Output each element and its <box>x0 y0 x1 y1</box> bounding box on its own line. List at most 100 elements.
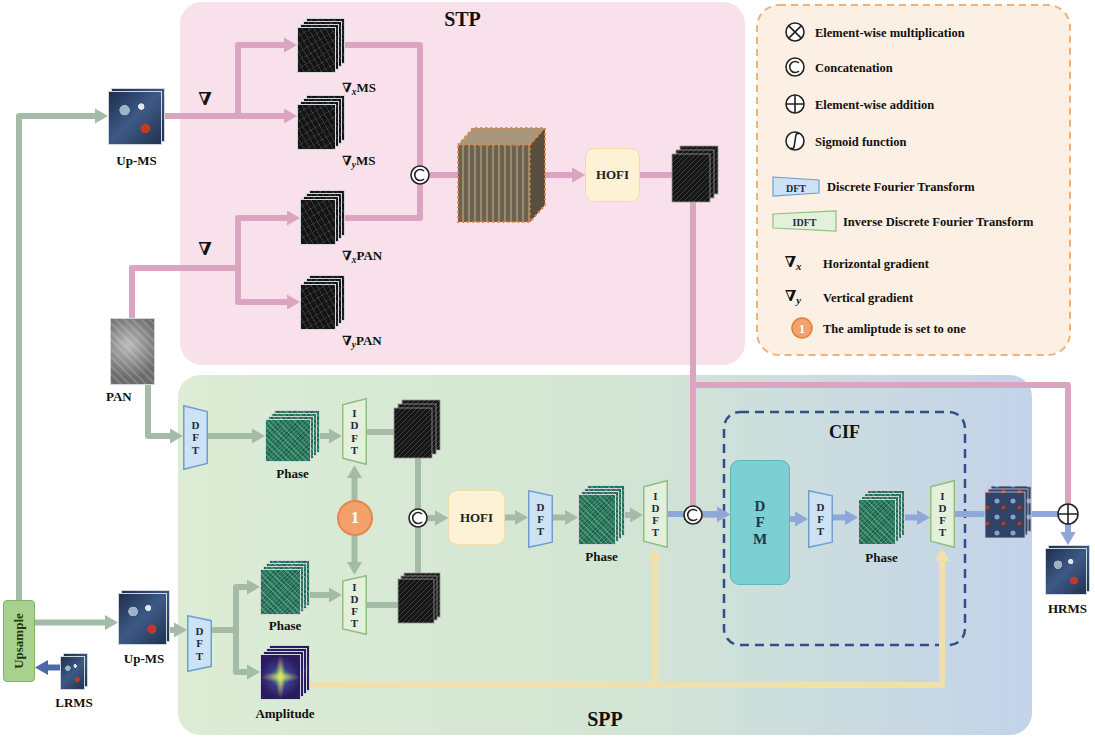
subscript: y <box>796 294 801 306</box>
subscript: x <box>796 260 801 272</box>
image-caption: ∇xPAN <box>342 248 382 268</box>
legend-entry: Element-wise multiplication <box>815 23 965 41</box>
symbol-mark <box>415 170 424 181</box>
image-layer <box>118 593 167 645</box>
symbol-mark <box>413 513 422 524</box>
arrowhead <box>329 429 342 444</box>
cif-dashed-outline <box>724 412 965 645</box>
label-anchor: ∇ <box>198 90 212 110</box>
image-layer <box>297 27 336 73</box>
image-caption: Amplitude <box>255 706 314 721</box>
module-title: SPP <box>587 708 623 731</box>
module-title: STP <box>444 8 481 31</box>
image-caption: ∇xMS <box>342 80 376 100</box>
image-tile: Phase <box>260 560 310 615</box>
image-layer <box>297 104 336 150</box>
legend-text: Element-wise addition <box>815 98 934 112</box>
sigmoid-symbol <box>786 132 804 150</box>
diagram-label: ∇y <box>785 288 801 307</box>
connector-line <box>310 592 331 598</box>
connector <box>148 385 183 444</box>
connector-line <box>165 113 286 119</box>
connector-line <box>212 587 249 630</box>
block-label: DFT <box>194 625 205 661</box>
diagram-label: IDFT <box>793 217 817 228</box>
diagram-label: ∇ <box>198 90 212 110</box>
concat-symbol <box>409 509 427 527</box>
feature-map <box>985 492 1025 538</box>
symbol-circle <box>409 509 427 527</box>
trapezoid <box>184 406 208 470</box>
image-caption: ∇yPAN <box>342 333 382 353</box>
connector <box>165 38 297 117</box>
connector <box>310 588 342 603</box>
stp-panel-fill <box>180 2 745 365</box>
connector <box>170 623 187 638</box>
symbol-mark <box>791 134 799 149</box>
arrowhead <box>1061 532 1076 545</box>
arrowhead <box>917 510 930 525</box>
connector <box>505 510 528 525</box>
arrowhead <box>35 660 48 675</box>
block-label: HOFI <box>460 510 493 526</box>
connector <box>35 615 118 630</box>
image-caption: Phase <box>585 549 618 564</box>
legend-entry: Element-wise addition <box>815 95 934 113</box>
connector <box>212 580 260 631</box>
connector <box>320 429 342 444</box>
label-anchor: IDFT <box>793 212 817 230</box>
idft-block: IDFT <box>342 575 367 635</box>
arrowhead <box>287 211 300 226</box>
cube-edge <box>458 128 545 222</box>
image-tile: ∇yPAN <box>300 275 345 330</box>
legend-entry: Discrete Fourier Transform <box>827 177 975 195</box>
connector <box>625 508 643 523</box>
connector-line <box>553 515 567 521</box>
block-label: Upsample <box>11 613 27 669</box>
connector-line <box>46 665 60 671</box>
arrowhead <box>1061 532 1076 545</box>
connector-line <box>640 175 1068 534</box>
legend-text: Element-wise multiplication <box>815 26 965 40</box>
symbol-mark <box>789 26 802 39</box>
connector-line <box>212 630 249 672</box>
connector <box>35 660 60 675</box>
dft-block: DFT <box>183 405 208 470</box>
arrowhead <box>717 507 730 522</box>
connector <box>790 512 808 527</box>
hofi-block: HOFI <box>448 490 505 545</box>
symbol-mark <box>790 61 799 72</box>
trapezoid <box>343 576 367 635</box>
block-label: DFT <box>190 419 201 455</box>
arrowhead <box>845 510 858 525</box>
feature-stack <box>398 573 440 623</box>
multiply-symbol <box>786 23 804 41</box>
spp-panel-fill <box>178 375 1032 735</box>
image-tile: Phase <box>265 410 320 462</box>
image-layer <box>300 199 336 245</box>
label-anchor: 1 <box>799 319 806 337</box>
connector <box>833 510 858 525</box>
feature-stack <box>985 486 1031 538</box>
module-panel: STP∇xMS∇yMS∇xPAN∇yPANHOFI <box>180 2 745 365</box>
legend-text: Sigmoid function <box>815 135 906 149</box>
image-layer <box>578 494 616 545</box>
symbol-mark <box>688 510 697 521</box>
legend-text: The amliptude is set to one <box>823 322 966 336</box>
connector <box>132 268 300 318</box>
dft-sample <box>773 177 819 196</box>
arrowhead <box>435 511 448 526</box>
arrowhead <box>347 562 362 575</box>
block-label: DFT <box>815 501 826 537</box>
image-caption: Up-MS <box>116 153 156 168</box>
connector-line <box>352 536 358 564</box>
connector <box>165 109 297 124</box>
image-caption: Phase <box>276 466 309 481</box>
legend-text: Vertical gradient <box>823 291 913 305</box>
image-layer <box>300 284 336 330</box>
feature-map <box>394 408 432 458</box>
image-tile: ∇yMS <box>297 95 345 150</box>
dft-block: DFT <box>528 490 553 548</box>
symbol-circle <box>411 166 429 184</box>
add-symbol <box>1058 504 1078 524</box>
